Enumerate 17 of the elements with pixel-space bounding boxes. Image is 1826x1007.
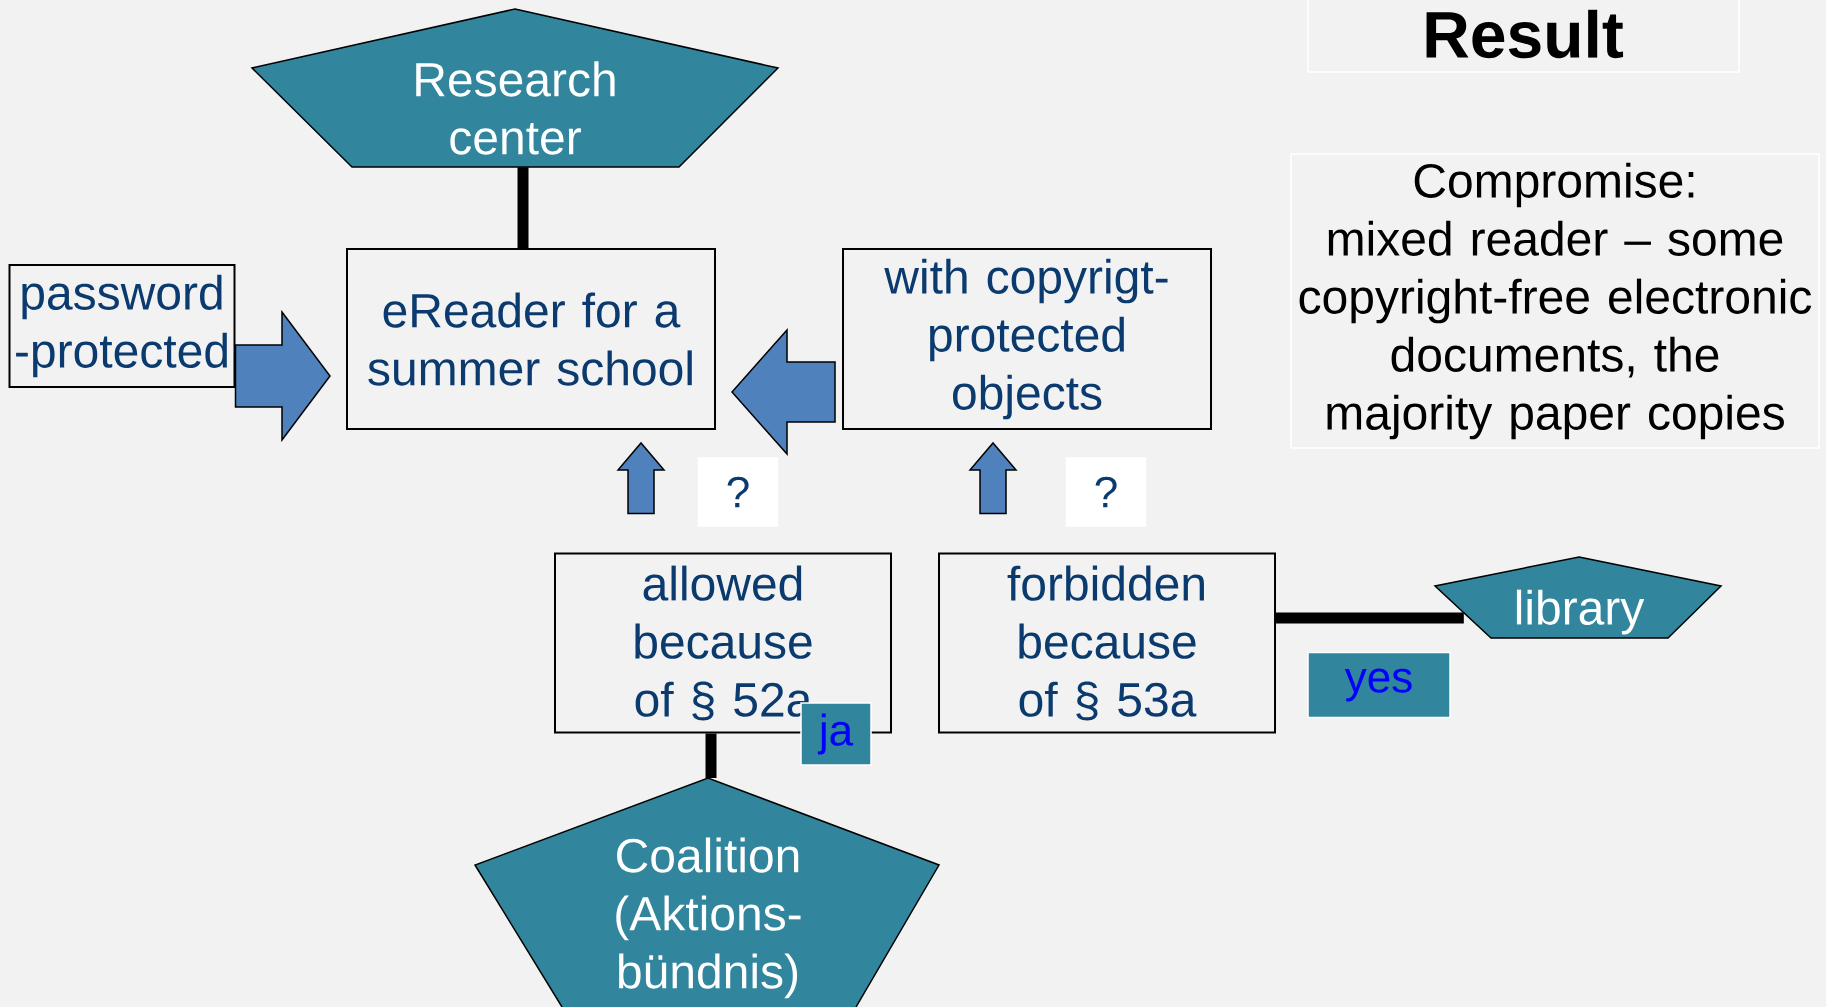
process-box: forbidden because of § 53a	[938, 552, 1276, 734]
title-box: Result	[1307, 0, 1740, 73]
block-arrow	[616, 441, 666, 515]
edge-label: ?	[697, 457, 779, 527]
connector-line	[705, 733, 717, 778]
note-box: Compromise: mixed reader – some copyright-free electronic documents, the majority paper copies	[1290, 153, 1820, 449]
process-box: eReader for a summer school	[346, 248, 716, 430]
connector-line	[1276, 612, 1464, 624]
block-arrow	[968, 441, 1018, 515]
process-box: password -protected	[8, 264, 236, 388]
process-box: with copyrigt- protected objects	[842, 248, 1212, 430]
pentagon-box: Coalition (Aktions- bündnis)	[473, 777, 941, 1007]
connector-line	[517, 167, 529, 248]
block-arrow	[731, 328, 836, 456]
edge-label: yes	[1307, 651, 1451, 719]
block-arrow	[234, 309, 331, 443]
edge-label: ?	[1065, 457, 1147, 527]
